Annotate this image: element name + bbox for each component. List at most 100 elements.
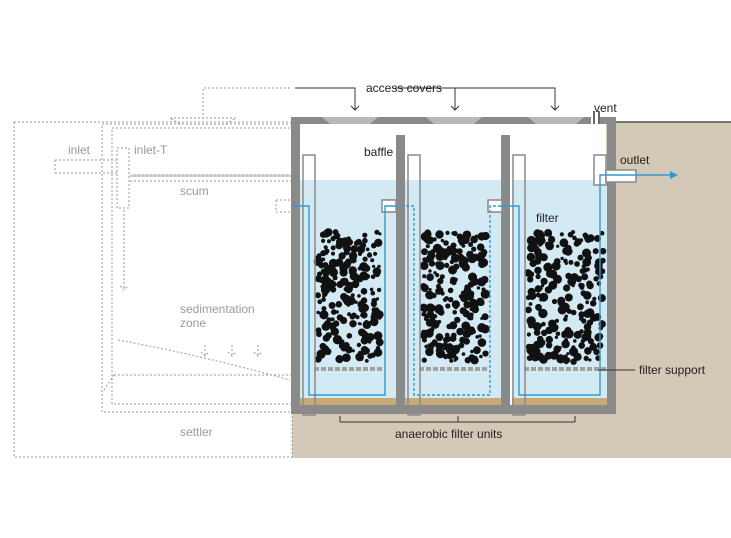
media-pebble (362, 232, 368, 238)
support-slat (538, 367, 543, 371)
media-pebble (439, 274, 445, 280)
label-outlet: outlet (620, 153, 650, 167)
media-pebble (321, 238, 326, 243)
support-slat (461, 367, 466, 371)
media-pebble (563, 284, 571, 292)
media-pebble (437, 277, 444, 285)
media-pebble (375, 345, 381, 351)
media-pebble (327, 239, 331, 244)
media-pebble (539, 298, 543, 302)
media-pebble (557, 296, 566, 305)
media-pebble (461, 352, 466, 356)
media-pebble (560, 241, 564, 246)
media-pebble (315, 292, 321, 299)
media-pebble (574, 261, 580, 267)
media-pebble (457, 329, 463, 335)
media-pebble (328, 258, 338, 268)
media-pebble (321, 306, 327, 312)
media-pebble (535, 230, 545, 239)
media-pebble (454, 305, 458, 310)
media-pebble (322, 334, 330, 342)
support-slat (580, 367, 585, 371)
media-pebble (585, 267, 590, 272)
media-pebble (536, 335, 544, 343)
media-pebble (558, 305, 563, 310)
media-pebble (525, 306, 532, 314)
media-pebble (468, 242, 474, 247)
support-slat (552, 367, 557, 371)
media-pebble (356, 342, 362, 348)
media-pebble (475, 335, 480, 339)
label-filter: filter (536, 211, 559, 225)
media-pebble (349, 271, 359, 281)
media-pebble (435, 230, 444, 239)
media-pebble (581, 273, 589, 281)
support-slat (440, 367, 445, 371)
media-pebble (577, 303, 584, 311)
media-pebble (373, 348, 383, 357)
support-slat (328, 367, 333, 371)
media-pebble (373, 331, 383, 341)
media-pebble (538, 308, 548, 319)
ground (292, 121, 731, 458)
media-pebble (594, 261, 603, 271)
support-slat (594, 367, 599, 371)
support-slat (335, 367, 340, 371)
media-pebble (599, 230, 605, 236)
media-pebble (583, 309, 592, 318)
media-pebble (335, 301, 343, 308)
media-pebble (586, 295, 590, 299)
media-pebble (471, 246, 477, 252)
arrow-right-icon (670, 171, 678, 179)
media-pebble (587, 284, 593, 289)
media-pebble (429, 341, 436, 348)
media-pebble (566, 352, 570, 356)
media-pebble (343, 249, 350, 256)
media-pebble (468, 272, 477, 282)
media-pebble (527, 253, 533, 259)
label-access-covers: access covers (366, 81, 442, 95)
media-pebble (476, 243, 485, 251)
media-pebble (321, 287, 327, 293)
media-pebble (545, 342, 553, 349)
media-pebble (313, 257, 323, 267)
media-pebble (461, 244, 466, 248)
media-pebble (460, 290, 467, 296)
media-pebble (432, 237, 437, 242)
media-pebble (338, 341, 347, 350)
media-pebble (357, 294, 361, 298)
media-pebble (585, 300, 590, 305)
media-pebble (375, 338, 384, 347)
media-pebble (570, 230, 576, 235)
media-pebble (481, 231, 490, 241)
media-pebble (482, 350, 489, 357)
media-pebble (362, 275, 368, 280)
media-pebble (362, 320, 372, 330)
leader-lines (295, 87, 635, 423)
media-pebble (463, 232, 470, 239)
media-pebble (572, 235, 577, 241)
media-pebble (323, 245, 328, 250)
support-slat (587, 367, 592, 371)
media-pebble (314, 355, 322, 363)
media-pebble (421, 357, 427, 363)
media-pebble (539, 323, 543, 328)
media-pebble (469, 307, 474, 311)
media-pebble (316, 271, 323, 277)
media-pebble (598, 325, 603, 331)
support-slat (377, 367, 382, 371)
media-pebble (420, 331, 428, 340)
media-pebble (477, 338, 487, 347)
media-pebble (320, 284, 325, 289)
media-pebble (454, 316, 461, 324)
media-pebble (360, 346, 369, 354)
media-pebble (449, 352, 456, 358)
media-pebble (367, 353, 373, 359)
media-pebble (578, 342, 585, 349)
media-pebble (577, 254, 584, 261)
media-pebble (362, 256, 368, 262)
media-pebble (462, 310, 470, 318)
media-pebble (424, 344, 429, 349)
media-pebble (539, 230, 543, 234)
media-pebble (556, 354, 566, 364)
